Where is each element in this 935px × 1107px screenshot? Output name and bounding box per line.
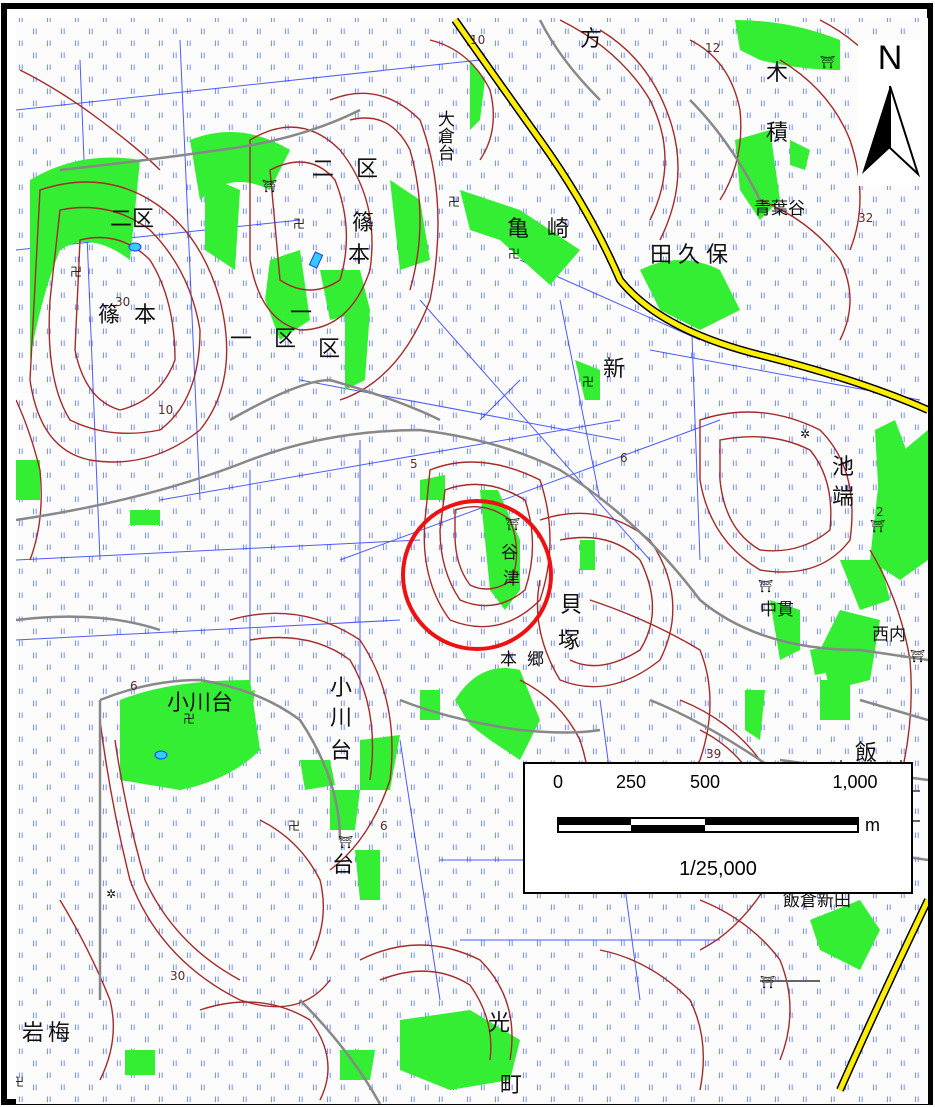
svg-text:⛩: ⛩	[870, 519, 885, 533]
svg-text:卍: 卍	[448, 195, 460, 209]
svg-text:⛩: ⛩	[910, 649, 925, 663]
scale-bar-box: 0 250 500 1,000 m 1/25,000	[523, 762, 913, 894]
elevation-label: 30	[170, 969, 185, 983]
place-label: 二区	[110, 207, 154, 232]
place-label: 二区	[312, 157, 400, 182]
place-label: 台	[330, 739, 352, 764]
contour-lines	[16, 19, 912, 1101]
place-label: 小	[330, 676, 352, 701]
svg-text:卍: 卍	[183, 712, 195, 726]
place-label: 本郷	[500, 650, 554, 670]
rice-field-area	[16, 18, 928, 1104]
svg-text:卍: 卍	[70, 265, 82, 279]
place-label: 本	[348, 243, 370, 268]
svg-text:⛩: ⛩	[758, 579, 773, 593]
place-label: 池	[832, 455, 854, 480]
north-label: N	[877, 39, 903, 77]
svg-text:⛩: ⛩	[820, 55, 835, 69]
place-label: 篠本	[98, 303, 170, 328]
svg-text:卍: 卍	[582, 375, 594, 389]
elevation-label: 5	[410, 457, 418, 471]
place-label: 小川台	[167, 691, 233, 716]
place-label: 岩梅	[22, 1021, 74, 1046]
main-road	[451, 18, 928, 1092]
place-label: 飯	[855, 741, 877, 766]
place-label: 大倉台	[434, 110, 455, 161]
elevation-label: 10	[158, 403, 173, 417]
svg-text:⛩: ⛩	[505, 517, 520, 531]
elevation-label: 2	[876, 505, 884, 519]
place-label: 西内	[872, 625, 906, 645]
place-label: 一区	[230, 327, 318, 352]
elevation-label: 6	[130, 679, 138, 693]
place-label: 篠	[352, 211, 374, 236]
map-symbols: 卍卍卍 卍卍卍 卍卍⛩ ⛩⛩⛩ ⛩⛩⛩ ⛩✲✲	[12, 55, 925, 1089]
scale-tick-label: 1,000	[832, 772, 878, 792]
svg-text:⛩: ⛩	[760, 975, 775, 989]
elevation-label: 39	[706, 747, 721, 761]
place-label: 谷	[501, 543, 518, 563]
svg-text:卍: 卍	[12, 1075, 24, 1089]
place-label: 光	[488, 1011, 510, 1036]
elevation-label: 32	[858, 211, 873, 225]
svg-text:卍: 卍	[508, 247, 520, 261]
place-label: 方	[580, 27, 602, 52]
place-label: 町	[500, 1073, 522, 1098]
place-label: 川	[330, 706, 352, 731]
elevation-label: 6	[380, 819, 388, 833]
highlight-circle	[401, 499, 553, 651]
place-label: 木	[766, 61, 788, 86]
scale-tick-label: 0	[552, 772, 564, 792]
place-label: 塚	[558, 629, 580, 654]
svg-text:卍: 卍	[293, 217, 305, 231]
scale-tick-label: 500	[689, 772, 721, 792]
north-arrow: N	[858, 40, 922, 186]
place-label: 田久保	[650, 243, 734, 268]
svg-text:⛩: ⛩	[262, 179, 277, 193]
scale-unit: m	[865, 815, 880, 835]
forest-areas	[16, 20, 928, 1090]
svg-text:✲: ✲	[106, 887, 116, 901]
svg-text:⛩: ⛩	[338, 835, 353, 849]
place-label: 飯倉新田	[783, 891, 851, 911]
place-label: 積	[766, 121, 788, 146]
svg-text:卍: 卍	[288, 819, 300, 833]
place-label: 端	[832, 485, 854, 510]
place-label: 津	[503, 569, 520, 589]
spot-elevations: 10 12 32 30 10 5 6 2 6 39 6 30	[115, 33, 884, 983]
elevation-label: 30	[115, 295, 130, 309]
place-label: 中貫	[760, 600, 794, 620]
place-label: 青葉谷	[754, 199, 805, 219]
place-label: 区	[318, 337, 340, 362]
elevation-label: 10	[470, 33, 485, 47]
svg-text:✲: ✲	[800, 427, 810, 441]
place-label: 貝	[560, 593, 582, 618]
scale-tick-label: 250	[615, 772, 647, 792]
place-label: 亀崎	[507, 217, 587, 242]
elevation-label: 12	[705, 41, 720, 55]
elevation-label: 6	[620, 451, 628, 465]
place-label: 台	[332, 853, 354, 878]
place-label: 新	[603, 357, 625, 382]
scale-bar	[557, 817, 859, 833]
scale-ratio: 1/25,000	[679, 858, 757, 880]
place-label: 一	[290, 301, 312, 326]
north-arrow-icon	[862, 85, 921, 178]
